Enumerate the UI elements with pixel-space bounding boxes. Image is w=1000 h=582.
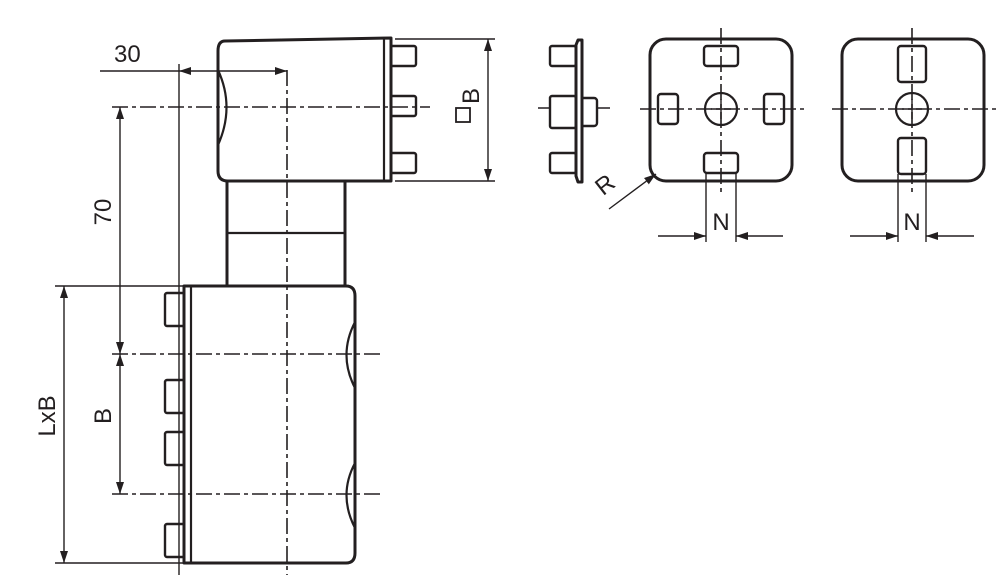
dimension-square-b: B: [395, 38, 495, 182]
edge-profile-view: [538, 38, 612, 184]
lower-block: [163, 284, 357, 565]
dimension-square-b-label: B: [458, 88, 485, 104]
dimension-lxb-label: LxB: [34, 395, 61, 436]
dimension-b-label: B: [90, 408, 117, 424]
upper-block-body: [216, 36, 393, 183]
front-view-2: N: [832, 28, 997, 242]
square-symbol: [455, 107, 471, 123]
dimension-lxb: LxB: [34, 285, 184, 564]
lower-block-body: [182, 284, 357, 565]
front-view-2-n-label: N: [903, 209, 920, 236]
radius-label: R: [590, 169, 620, 201]
dimension-30-label: 30: [114, 41, 141, 68]
upper-block-tabs: [388, 44, 418, 175]
lower-block-tabs: [163, 291, 187, 559]
dimension-70: 70: [90, 107, 124, 354]
dimension-30: 30: [100, 41, 287, 575]
front-view-1-n-label: N: [712, 209, 729, 236]
side-view-centerlines: [112, 70, 430, 575]
front-view-2-body: [840, 37, 986, 183]
dimension-b: B: [90, 354, 124, 494]
dimension-70-label: 70: [90, 199, 117, 226]
neck: [225, 179, 347, 288]
upper-block: [216, 36, 418, 183]
front-view-1: N R: [590, 28, 805, 242]
